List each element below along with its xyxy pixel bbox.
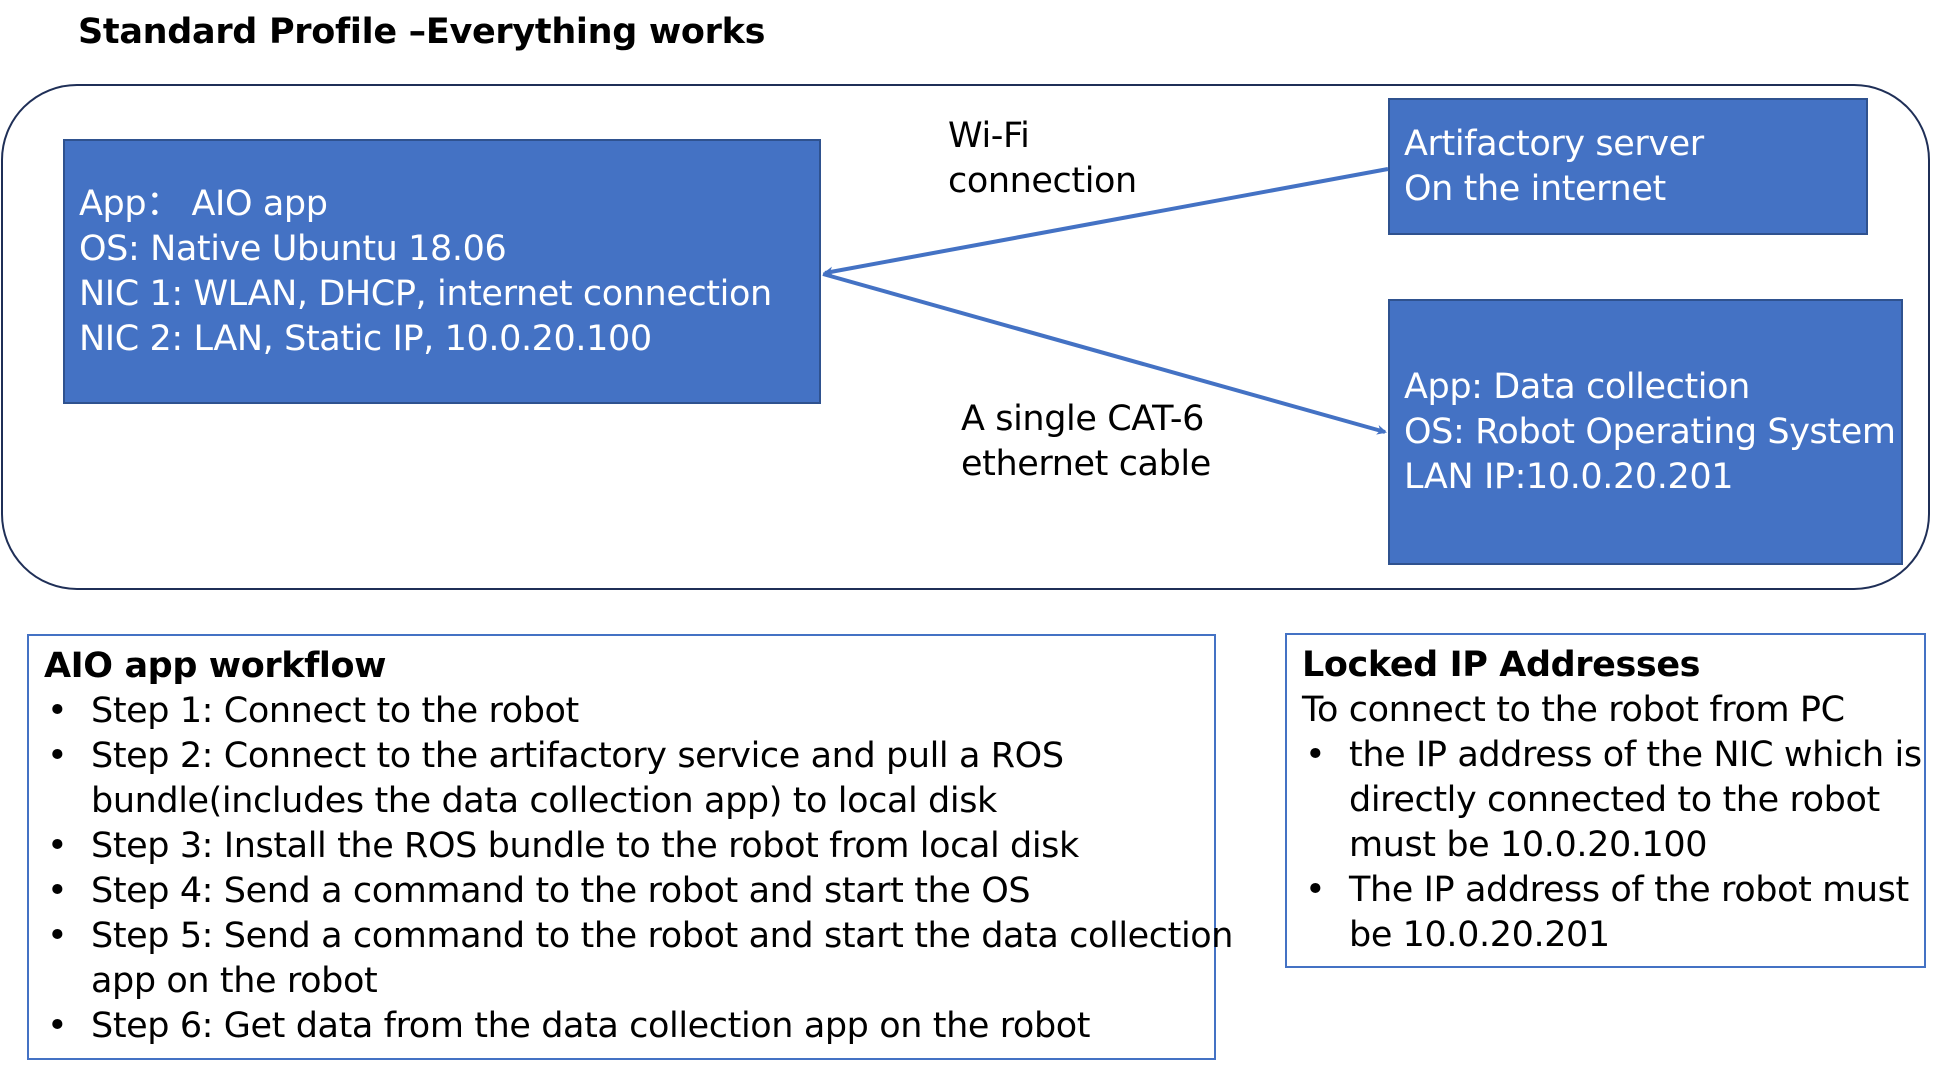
diagram-title: Standard Profile –Everything works — [78, 12, 766, 52]
robot-os-line: OS: Robot Operating System — [1404, 411, 1896, 452]
locked-ip-item-1-line-3: must be 10.0.20.100 — [1349, 825, 1708, 865]
bullet-dot: • — [47, 691, 68, 731]
bullet-dot: • — [1305, 735, 1326, 775]
workflow-step-3-line-1: Step 3: Install the ROS bundle to the ro… — [91, 826, 1079, 866]
pc-os-line: OS: Native Ubuntu 18.06 — [79, 228, 507, 269]
bullet-dot: • — [47, 871, 68, 911]
robot-ip-line: LAN IP:10.0.20.201 — [1404, 456, 1734, 497]
locked-ip-item-2-line-1: The IP address of the robot must — [1349, 870, 1909, 910]
workflow-box: AIO app workflow • Step 1: Connect to th… — [27, 634, 1234, 1060]
workflow-step-5-line-2: app on the robot — [91, 961, 378, 1001]
locked-ip-item-1-line-1: the IP address of the NIC which is — [1349, 735, 1922, 775]
locked-ip-item-1: • the IP address of the NIC which is dir… — [1302, 733, 1924, 868]
workflow-step-2-line-2: bundle(includes the data collection app)… — [91, 781, 997, 821]
artifactory-location-line: On the internet — [1404, 168, 1666, 209]
wifi-label-line-1: Wi-Fi — [948, 116, 1030, 156]
artifactory-name-line: Artifactory server — [1404, 123, 1704, 164]
locked-ip-heading: Locked IP Addresses — [1302, 645, 1701, 685]
locked-ip-item-2-line-2: be 10.0.20.201 — [1349, 915, 1610, 955]
workflow-step-4: • Step 4: Send a command to the robot an… — [44, 869, 1214, 914]
workflow-step-1: • Step 1: Connect to the robot — [44, 689, 1214, 734]
workflow-step-6: • Step 6: Get data from the data collect… — [44, 1004, 1214, 1049]
ethernet-cable-label: A single CAT-6 ethernet cable — [961, 397, 1211, 487]
workflow-step-5-line-1: Step 5: Send a command to the robot and … — [91, 916, 1234, 956]
pc-nic1-line: NIC 1: WLAN, DHCP, internet connection — [79, 273, 772, 314]
locked-ip-item-2: • The IP address of the robot must be 10… — [1302, 868, 1924, 958]
cable-label-line-1: A single CAT-6 — [961, 399, 1204, 439]
robot-box: App: Data collection OS: Robot Operating… — [1388, 299, 1903, 565]
workflow-step-2-line-1: Step 2: Connect to the artifactory servi… — [91, 736, 1064, 776]
artifactory-server-box: Artifactory server On the internet — [1388, 98, 1868, 235]
bullet-dot: • — [1305, 870, 1326, 910]
bullet-dot: • — [47, 736, 68, 776]
locked-ip-intro: To connect to the robot from PC — [1302, 690, 1845, 730]
workflow-heading: AIO app workflow — [44, 646, 387, 686]
bullet-dot: • — [47, 916, 68, 956]
robot-app-line: App: Data collection — [1404, 366, 1750, 407]
locked-ip-item-1-line-2: directly connected to the robot — [1349, 780, 1880, 820]
pc-nic2-line: NIC 2: LAN, Static IP, 10.0.20.100 — [79, 318, 652, 359]
workflow-step-5: • Step 5: Send a command to the robot an… — [44, 914, 1234, 1004]
workflow-step-4-line-1: Step 4: Send a command to the robot and … — [91, 871, 1031, 911]
wifi-label-line-2: connection — [948, 161, 1137, 201]
workflow-steps-list: • Step 1: Connect to the robot • Step 2:… — [44, 689, 1234, 1049]
cable-label-line-2: ethernet cable — [961, 444, 1211, 484]
bullet-dot: • — [47, 1006, 68, 1046]
wifi-connection-label: Wi-Fi connection — [948, 114, 1137, 204]
workflow-step-1-line-1: Step 1: Connect to the robot — [91, 691, 579, 731]
pc-app-line: App： AIO app — [79, 183, 328, 224]
locked-ip-list: • the IP address of the NIC which is dir… — [1302, 733, 1924, 958]
locked-ip-box: Locked IP Addresses To connect to the ro… — [1285, 633, 1926, 968]
network-container — [1, 84, 1930, 590]
bullet-dot: • — [47, 826, 68, 866]
workflow-step-2: • Step 2: Connect to the artifactory ser… — [44, 734, 1214, 824]
workflow-step-3: • Step 3: Install the ROS bundle to the … — [44, 824, 1214, 869]
pc-box: App： AIO app OS: Native Ubuntu 18.06 NIC… — [63, 139, 821, 404]
workflow-step-6-line-1: Step 6: Get data from the data collectio… — [91, 1006, 1091, 1046]
